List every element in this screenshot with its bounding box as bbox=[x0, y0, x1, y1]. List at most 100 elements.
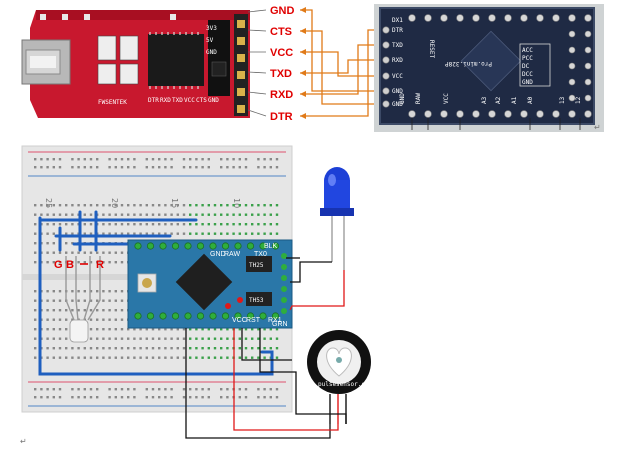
breadboard-hole bbox=[114, 261, 117, 264]
breadboard-hole bbox=[257, 166, 260, 169]
breadboard-hole bbox=[46, 242, 49, 245]
breadboard-hole bbox=[244, 232, 248, 235]
breadboard-hole bbox=[182, 166, 186, 169]
breadboard-hole bbox=[207, 213, 210, 216]
breadboard-hole bbox=[58, 337, 62, 340]
breadboard-hole bbox=[114, 337, 117, 340]
breadboard-hole bbox=[46, 396, 49, 399]
breadboard-hole bbox=[182, 356, 186, 359]
breadboard-hole bbox=[46, 290, 49, 293]
arduino-header-pin bbox=[146, 312, 155, 320]
breadboard-hole bbox=[189, 396, 192, 399]
breadboard-hole bbox=[195, 396, 198, 399]
breadboard-hole bbox=[244, 223, 248, 226]
breadboard-hole bbox=[139, 223, 142, 226]
breadboard-hole bbox=[52, 356, 55, 359]
breadboard-hole bbox=[164, 213, 167, 216]
breadboard-hole bbox=[114, 204, 117, 207]
sensor-label: pulsesensor.com bbox=[318, 381, 373, 388]
breadboard-hole bbox=[34, 309, 37, 312]
arduino-header-pin bbox=[246, 242, 255, 250]
breadboard-hole bbox=[133, 223, 136, 226]
breadboard-hole bbox=[244, 388, 248, 391]
breadboard-hole bbox=[238, 204, 241, 207]
breadboard-hole bbox=[151, 213, 155, 216]
breadboard-hole bbox=[108, 261, 111, 264]
breadboard-hole bbox=[201, 388, 204, 391]
arduino-header-pin bbox=[246, 312, 255, 320]
breadboard-hole bbox=[158, 328, 161, 331]
breadboard-hole bbox=[71, 388, 74, 391]
breadboard-hole bbox=[120, 388, 124, 391]
arduino-header-pin bbox=[234, 242, 242, 250]
pm-bot-raw: RAW bbox=[415, 93, 422, 104]
breadboard-hole bbox=[114, 251, 117, 254]
breadboard-hole bbox=[207, 166, 210, 169]
breadboard-hole bbox=[189, 158, 192, 161]
breadboard-hole bbox=[83, 347, 86, 350]
arduino-header-pin bbox=[221, 242, 230, 250]
ard-label-grn: GRN bbox=[272, 321, 288, 328]
breadboard-hole bbox=[251, 337, 254, 340]
breadboard-hole bbox=[275, 223, 279, 226]
breadboard-hole bbox=[275, 347, 279, 350]
ftdi-silk-vcc: VCC bbox=[184, 97, 195, 104]
breadboard-hole bbox=[120, 337, 124, 340]
breadboard-hole bbox=[201, 356, 204, 359]
breadboard-hole bbox=[65, 232, 68, 235]
breadboard-hole bbox=[151, 166, 155, 169]
breadboard-hole bbox=[195, 337, 198, 340]
breadboard-hole bbox=[52, 299, 55, 302]
breadboard-hole bbox=[102, 223, 105, 226]
breadboard-hole bbox=[164, 223, 167, 226]
breadboard-hole bbox=[151, 328, 155, 331]
pm-right-pcc: PCC bbox=[522, 55, 533, 62]
breadboard-hole bbox=[275, 232, 279, 235]
breadboard-hole bbox=[102, 328, 105, 331]
breadboard-hole bbox=[89, 158, 93, 161]
breadboard-hole bbox=[83, 158, 86, 161]
breadboard-hole bbox=[195, 232, 198, 235]
breadboard-hole bbox=[189, 223, 192, 226]
ftdi-bottom-text: FWSENTEK bbox=[98, 99, 127, 106]
breadboard-hole bbox=[96, 396, 99, 399]
breadboard-hole bbox=[58, 290, 62, 293]
breadboard-hole bbox=[127, 204, 130, 207]
breadboard-hole bbox=[65, 347, 68, 350]
breadboard-hole bbox=[96, 290, 99, 293]
breadboard-hole bbox=[52, 318, 55, 321]
arduino-side-pin bbox=[281, 308, 287, 314]
breadboard-hole bbox=[89, 388, 93, 391]
breadboard-hole bbox=[139, 328, 142, 331]
arduino-header-pin bbox=[184, 242, 192, 250]
ftdi-pin-labels: GND CTS VCC TXD RXD DTR bbox=[270, 5, 295, 123]
arduino-header-pin bbox=[271, 312, 280, 320]
ftdi-silk-dtr: DTR bbox=[148, 97, 159, 104]
breadboard-hole bbox=[46, 232, 49, 235]
breadboard-hole bbox=[151, 347, 155, 350]
breadboard-hole bbox=[34, 166, 37, 169]
label-txd: TXD bbox=[270, 68, 292, 80]
breadboard-hole bbox=[269, 388, 272, 391]
breadboard-hole bbox=[133, 388, 136, 391]
breadboard-hole bbox=[65, 337, 68, 340]
breadboard-hole bbox=[158, 347, 161, 350]
breadboard-hole bbox=[108, 299, 111, 302]
breadboard-hole bbox=[257, 328, 260, 331]
breadboard-hole bbox=[114, 309, 117, 312]
breadboard-hole bbox=[46, 158, 49, 161]
usb-mini-connector-icon bbox=[21, 39, 71, 85]
breadboard-hole bbox=[77, 347, 80, 350]
breadboard-hole bbox=[164, 337, 167, 340]
ftdi-board-photo: DTR RXD TXD VCC CTS GND 3V3 5V GND FWSEN… bbox=[20, 8, 252, 120]
breadboard-hole bbox=[83, 261, 86, 264]
breadboard-hole bbox=[83, 223, 86, 226]
col-mark-25: 25 bbox=[44, 198, 53, 208]
breadboard-hole bbox=[170, 213, 173, 216]
breadboard-hole bbox=[52, 261, 55, 264]
breadboard-hole bbox=[251, 232, 254, 235]
breadboard-hole bbox=[58, 158, 62, 161]
breadboard-hole bbox=[65, 204, 68, 207]
breadboard-hole bbox=[145, 232, 148, 235]
breadboard-hole bbox=[201, 213, 204, 216]
